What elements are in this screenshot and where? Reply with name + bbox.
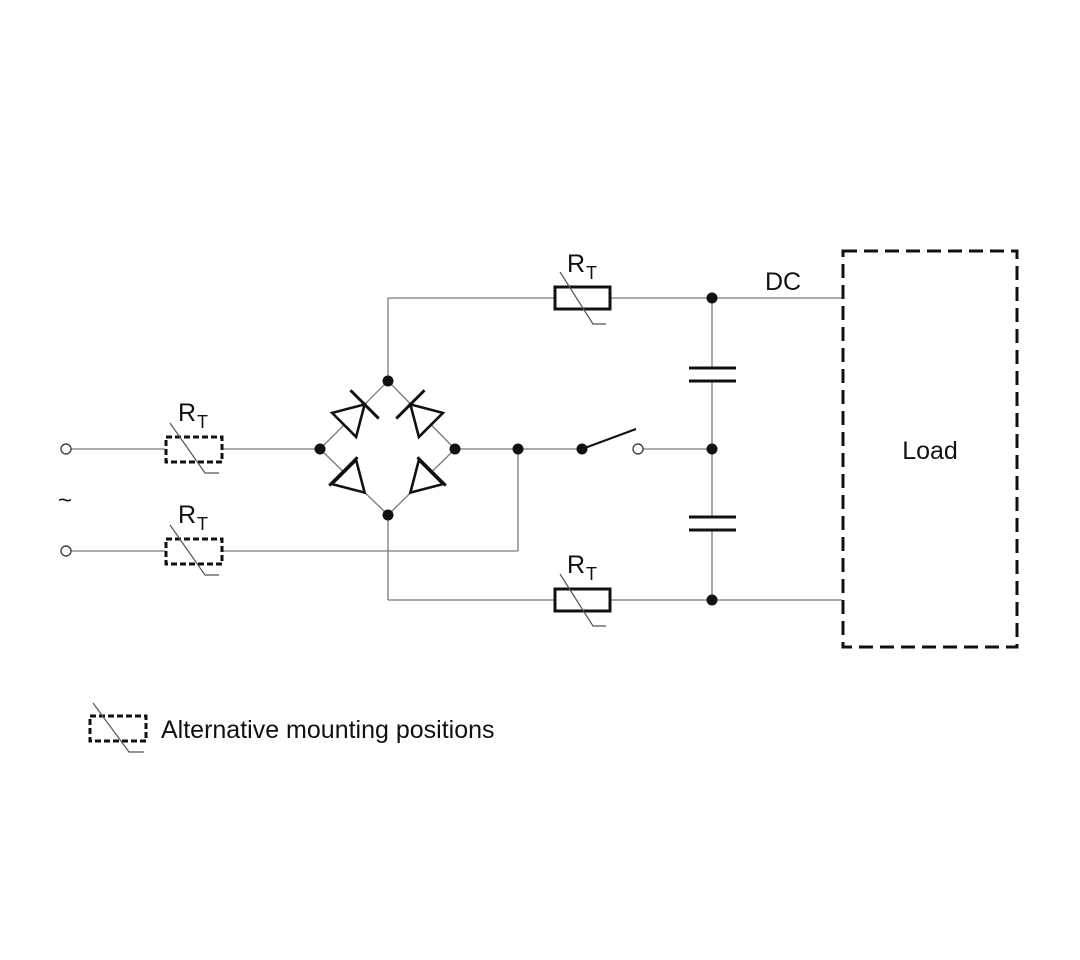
rt-label-bottom-sub: T xyxy=(586,564,597,584)
rt-label-alt-top-sub: T xyxy=(197,412,208,432)
bridge-rectifier xyxy=(328,389,447,495)
legend: Alternative mounting positions xyxy=(88,702,495,753)
diode-bottom-left-icon xyxy=(328,456,367,495)
dc-label: DC xyxy=(765,268,801,296)
capacitor-top-icon xyxy=(689,366,736,383)
legend-dashed-thermistor-icon xyxy=(88,702,148,753)
thermistor-bottom-icon xyxy=(553,573,612,627)
rt-label-top-letter: R xyxy=(567,250,585,278)
capacitor-bottom-icon xyxy=(689,515,736,532)
diode-top-right-icon xyxy=(395,389,446,440)
ac-terminals xyxy=(60,443,72,557)
switch-icon xyxy=(581,428,644,455)
load-label: Load xyxy=(902,437,958,465)
ac-symbol: ~ xyxy=(58,487,72,514)
legend-label: Alternative mounting positions xyxy=(161,716,495,744)
rt-label-bottom-letter: R xyxy=(567,551,585,579)
junctions xyxy=(314,292,718,606)
rt-label-alt-top-letter: R xyxy=(178,399,196,427)
thermistor-alt-bottom-icon xyxy=(164,524,224,576)
diode-top-left-icon xyxy=(329,389,380,440)
rt-label-alt-bottom-letter: R xyxy=(178,501,196,529)
rt-label-alt-bottom-sub: T xyxy=(197,514,208,534)
rt-label-top-sub: T xyxy=(586,263,597,283)
thermistor-top-icon xyxy=(553,271,612,325)
thermistor-alt-top-icon xyxy=(164,422,224,474)
load-box xyxy=(841,249,1019,649)
diode-bottom-right-icon xyxy=(408,456,447,495)
